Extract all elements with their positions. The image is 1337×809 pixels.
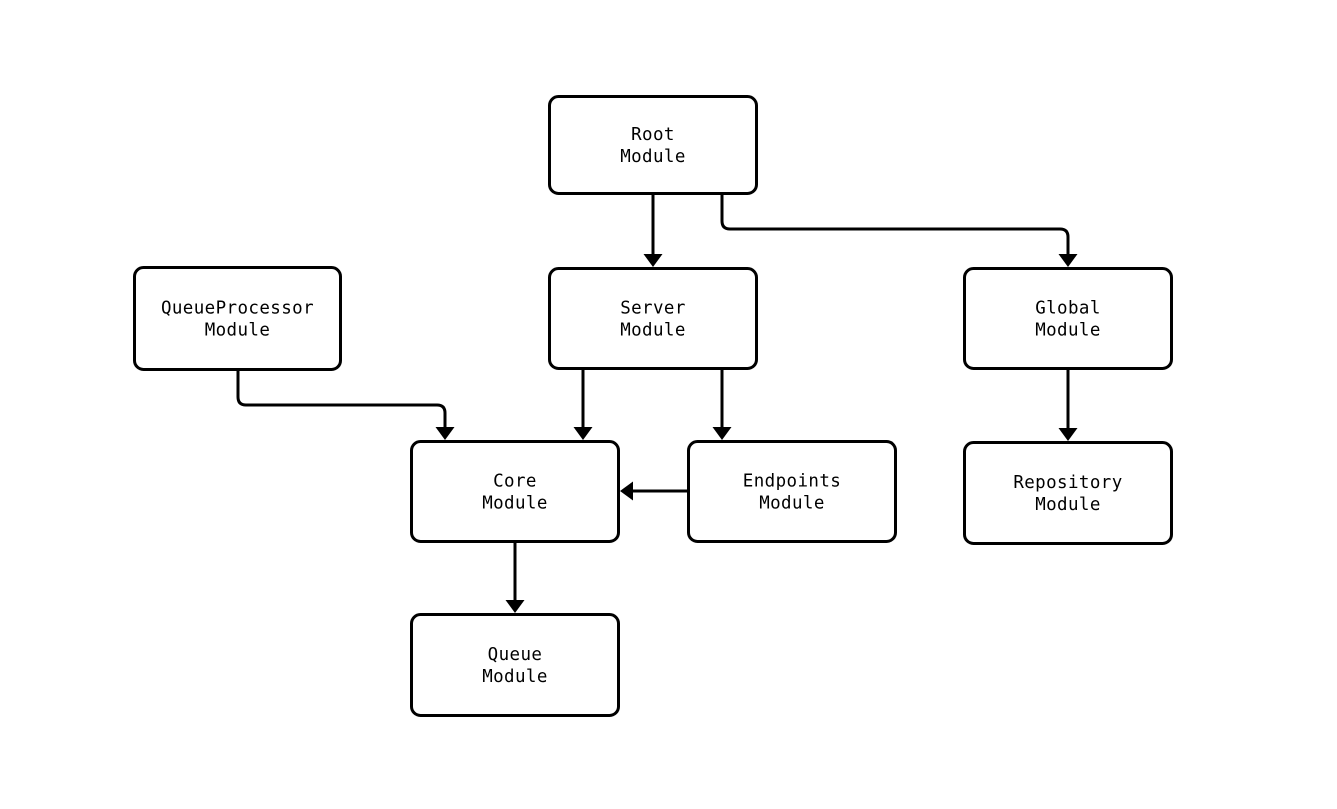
- edge-root-to-global-line: [720, 195, 1070, 256]
- server-module-node-label-line2: Module: [620, 321, 686, 341]
- edge-queueprocessor-to-core-line: [236, 371, 447, 429]
- core-module-node-label-line1: Core: [493, 472, 537, 492]
- edge-root-to-global: [720, 195, 1078, 267]
- edge-server-to-core-arrowhead-icon: [573, 427, 593, 440]
- edge-queueprocessor-to-core-arrowhead-icon: [435, 427, 455, 440]
- node-layer: RootModuleQueueProcessorModuleServerModu…: [133, 95, 1173, 717]
- endpoints-module-node-label-line2: Module: [759, 494, 825, 514]
- repository-module-node-label-line2: Module: [1035, 495, 1101, 515]
- queue-module-node-label-line2: Module: [482, 667, 548, 687]
- edge-queueprocessor-to-core: [236, 371, 455, 440]
- root-module-node-box[interactable]: [548, 95, 758, 195]
- edge-server-to-endpoints: [712, 370, 732, 440]
- edge-server-to-endpoints-arrowhead-icon: [712, 427, 732, 440]
- edge-endpoints-to-core: [620, 481, 687, 501]
- queueprocessor-module-node-box[interactable]: [133, 266, 342, 371]
- edge-endpoints-to-core-arrowhead-icon: [620, 481, 633, 501]
- edge-global-to-repository: [1058, 370, 1078, 441]
- edge-core-to-queue-arrowhead-icon: [505, 600, 525, 613]
- endpoints-module-node-box[interactable]: [687, 440, 897, 543]
- core-module-node-label-line2: Module: [482, 494, 548, 514]
- root-module-node-label-line1: Root: [631, 125, 675, 145]
- server-module-node-label-line1: Server: [620, 299, 686, 319]
- queueprocessor-module-node-label-line2: Module: [205, 321, 271, 341]
- edge-root-to-global-arrowhead-icon: [1058, 254, 1078, 267]
- global-module-node-box[interactable]: [963, 267, 1173, 370]
- edge-server-to-core: [573, 370, 593, 440]
- edge-layer: [236, 195, 1078, 613]
- root-module-node-label-line2: Module: [620, 147, 686, 167]
- edge-global-to-repository-arrowhead-icon: [1058, 428, 1078, 441]
- queue-module-node-box[interactable]: [410, 613, 620, 717]
- edge-core-to-queue: [505, 543, 525, 613]
- endpoints-module-node-label-line1: Endpoints: [743, 472, 841, 492]
- global-module-node-label-line2: Module: [1035, 321, 1101, 341]
- queue-module-node-label-line1: Queue: [488, 645, 543, 665]
- global-module-node-label-line1: Global: [1035, 299, 1101, 319]
- queueprocessor-module-node-label-line1: QueueProcessor: [161, 299, 314, 319]
- edge-root-to-server-arrowhead-icon: [643, 254, 663, 267]
- server-module-node-box[interactable]: [548, 267, 758, 370]
- repository-module-node-box[interactable]: [963, 441, 1173, 545]
- core-module-node-box[interactable]: [410, 440, 620, 543]
- edge-root-to-server: [643, 195, 663, 267]
- repository-module-node-label-line1: Repository: [1013, 473, 1122, 493]
